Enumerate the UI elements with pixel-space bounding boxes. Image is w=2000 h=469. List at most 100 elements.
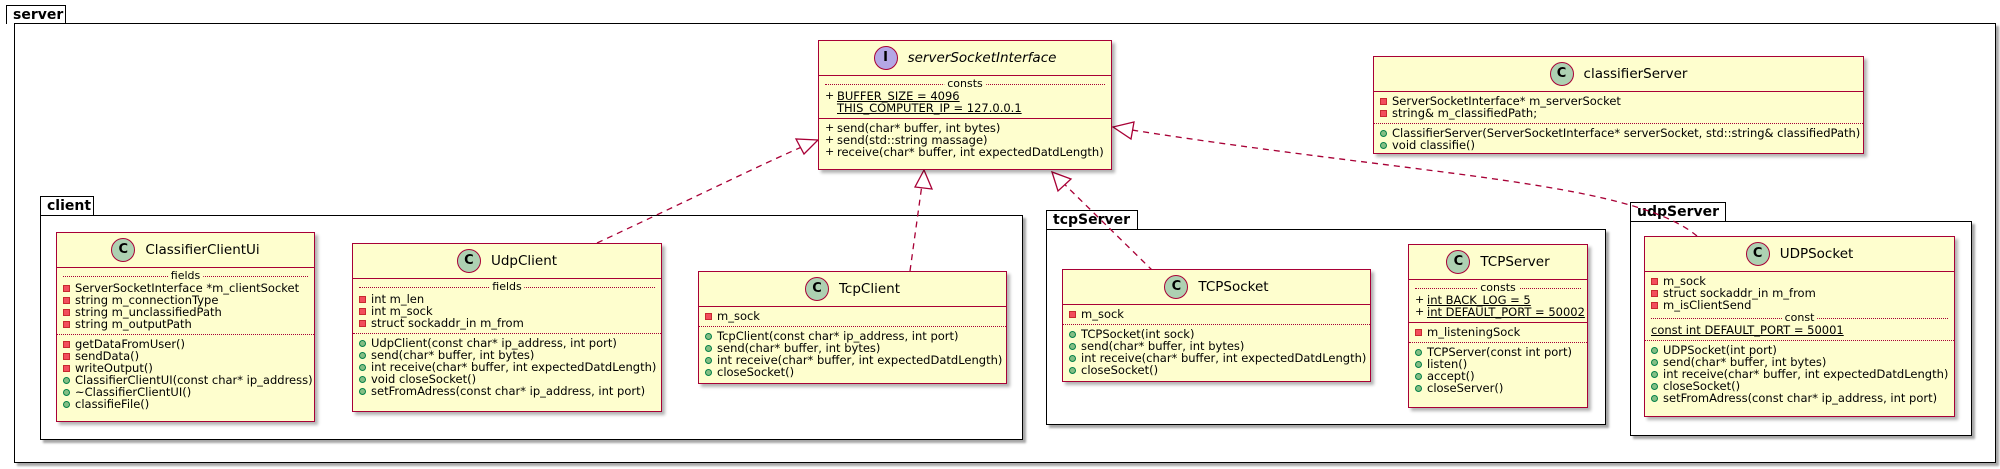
package-udpserver-tab: udpServer — [1630, 202, 1726, 221]
public-icon — [1069, 330, 1076, 338]
method: receive(char* buffer, int expectedDatdLe… — [837, 145, 1104, 159]
method: classifieFile() — [75, 397, 150, 411]
public-icon — [1415, 384, 1422, 392]
class-name: ClassifierClientUi — [145, 242, 260, 258]
method: setFromAdress(const char* ip_address, in… — [1663, 391, 1938, 405]
private-icon — [63, 352, 70, 360]
method: ClassifierClientUI(const char* ip_addres… — [75, 373, 313, 387]
public-icon — [1069, 366, 1076, 374]
private-icon — [63, 340, 70, 348]
public-icon — [705, 356, 712, 364]
method: TCPSocket(int sock) — [1081, 327, 1195, 341]
public-icon — [359, 387, 366, 395]
method: UdpClient(const char* ip_address, int po… — [371, 336, 617, 350]
package-server-tab: server — [6, 5, 66, 24]
method: setFromAdress(const char* ip_address, in… — [371, 384, 646, 398]
private-icon — [1415, 328, 1422, 336]
method: int receive(char* buffer, int expectedDa… — [371, 360, 657, 374]
class-name: UdpClient — [490, 253, 558, 269]
relation-tcpsocket-arrowhead — [1050, 170, 1073, 193]
class-stereotype-icon: C — [111, 238, 136, 262]
public-icon — [705, 344, 712, 352]
method: accept() — [1427, 369, 1475, 383]
method: send(char* buffer, int bytes) — [1663, 355, 1827, 369]
public-icon — [63, 388, 70, 396]
field: THIS_COMPUTER_IP = 127.0.0.1 — [837, 101, 1022, 115]
public-icon — [359, 339, 366, 347]
public-icon: + — [1415, 293, 1425, 306]
relation-tcpsocket-line — [1051, 171, 1154, 272]
public-icon — [1415, 348, 1422, 356]
class-stereotype-icon: C — [1446, 250, 1471, 274]
method: listen() — [1427, 357, 1468, 371]
relation-udpsocket-line — [1112, 126, 1698, 237]
relation-tcpclient-line — [909, 169, 925, 272]
private-icon — [1651, 301, 1658, 309]
private-icon — [705, 312, 712, 320]
private-icon — [359, 295, 366, 303]
method: TcpClient(const char* ip_address, int po… — [717, 329, 959, 343]
method: closeServer() — [1427, 381, 1504, 395]
field: m_listeningSock — [1427, 325, 1521, 339]
method: int receive(char* buffer, int expectedDa… — [1663, 367, 1949, 381]
public-icon — [1651, 382, 1658, 390]
public-icon — [1651, 358, 1658, 366]
public-icon — [63, 376, 70, 384]
method: sendData() — [75, 349, 140, 363]
public-icon: + — [825, 145, 835, 158]
relation-tcpclient-arrowhead — [913, 168, 934, 190]
method: TCPServer(const int port) — [1427, 345, 1573, 359]
field: int BACK_LOG = 5 — [1427, 293, 1531, 307]
public-icon: + — [825, 121, 835, 134]
public-icon: + — [825, 89, 835, 102]
method: closeSocket() — [1081, 363, 1159, 377]
class-name: classifierServer — [1583, 66, 1688, 82]
field: struct sockaddr_in m_from — [1663, 286, 1816, 300]
field: int DEFAULT_PORT = 50002 — [1427, 305, 1585, 319]
class-stereotype-icon: C — [1549, 62, 1574, 86]
private-icon — [1069, 310, 1076, 318]
method: void closeSocket() — [371, 372, 477, 386]
private-icon — [1380, 97, 1387, 105]
section-divider: fields — [63, 270, 308, 281]
section-divider: consts — [825, 78, 1105, 89]
public-icon — [1651, 346, 1658, 354]
method: writeOutput() — [75, 361, 153, 375]
field: m_sock — [717, 309, 760, 323]
no-visibility-icon — [825, 105, 837, 112]
public-icon — [359, 363, 366, 371]
private-icon — [63, 296, 70, 304]
method: int receive(char* buffer, int expectedDa… — [1081, 351, 1367, 365]
public-icon — [1380, 141, 1387, 149]
field: int m_len — [371, 292, 425, 306]
class-name: TCPServer — [1480, 254, 1550, 270]
private-icon — [63, 320, 70, 328]
private-icon — [1651, 289, 1658, 297]
method: send(char* buffer, int bytes) — [371, 348, 535, 362]
method: send(char* buffer, int bytes) — [717, 341, 881, 355]
private-icon — [359, 307, 366, 315]
class-stereotype-icon: C — [804, 277, 829, 301]
private-icon — [63, 364, 70, 372]
public-icon — [705, 368, 712, 376]
public-icon — [1069, 354, 1076, 362]
private-icon — [63, 284, 70, 292]
relation-udpclient-arrowhead — [794, 138, 820, 156]
interface-stereotype-icon: I — [873, 46, 898, 70]
class-name: TCPSocket — [1198, 279, 1269, 295]
public-icon — [705, 332, 712, 340]
public-icon — [1651, 370, 1658, 378]
section-divider: consts — [1415, 282, 1581, 293]
public-icon — [359, 375, 366, 383]
method: closeSocket() — [717, 365, 795, 379]
